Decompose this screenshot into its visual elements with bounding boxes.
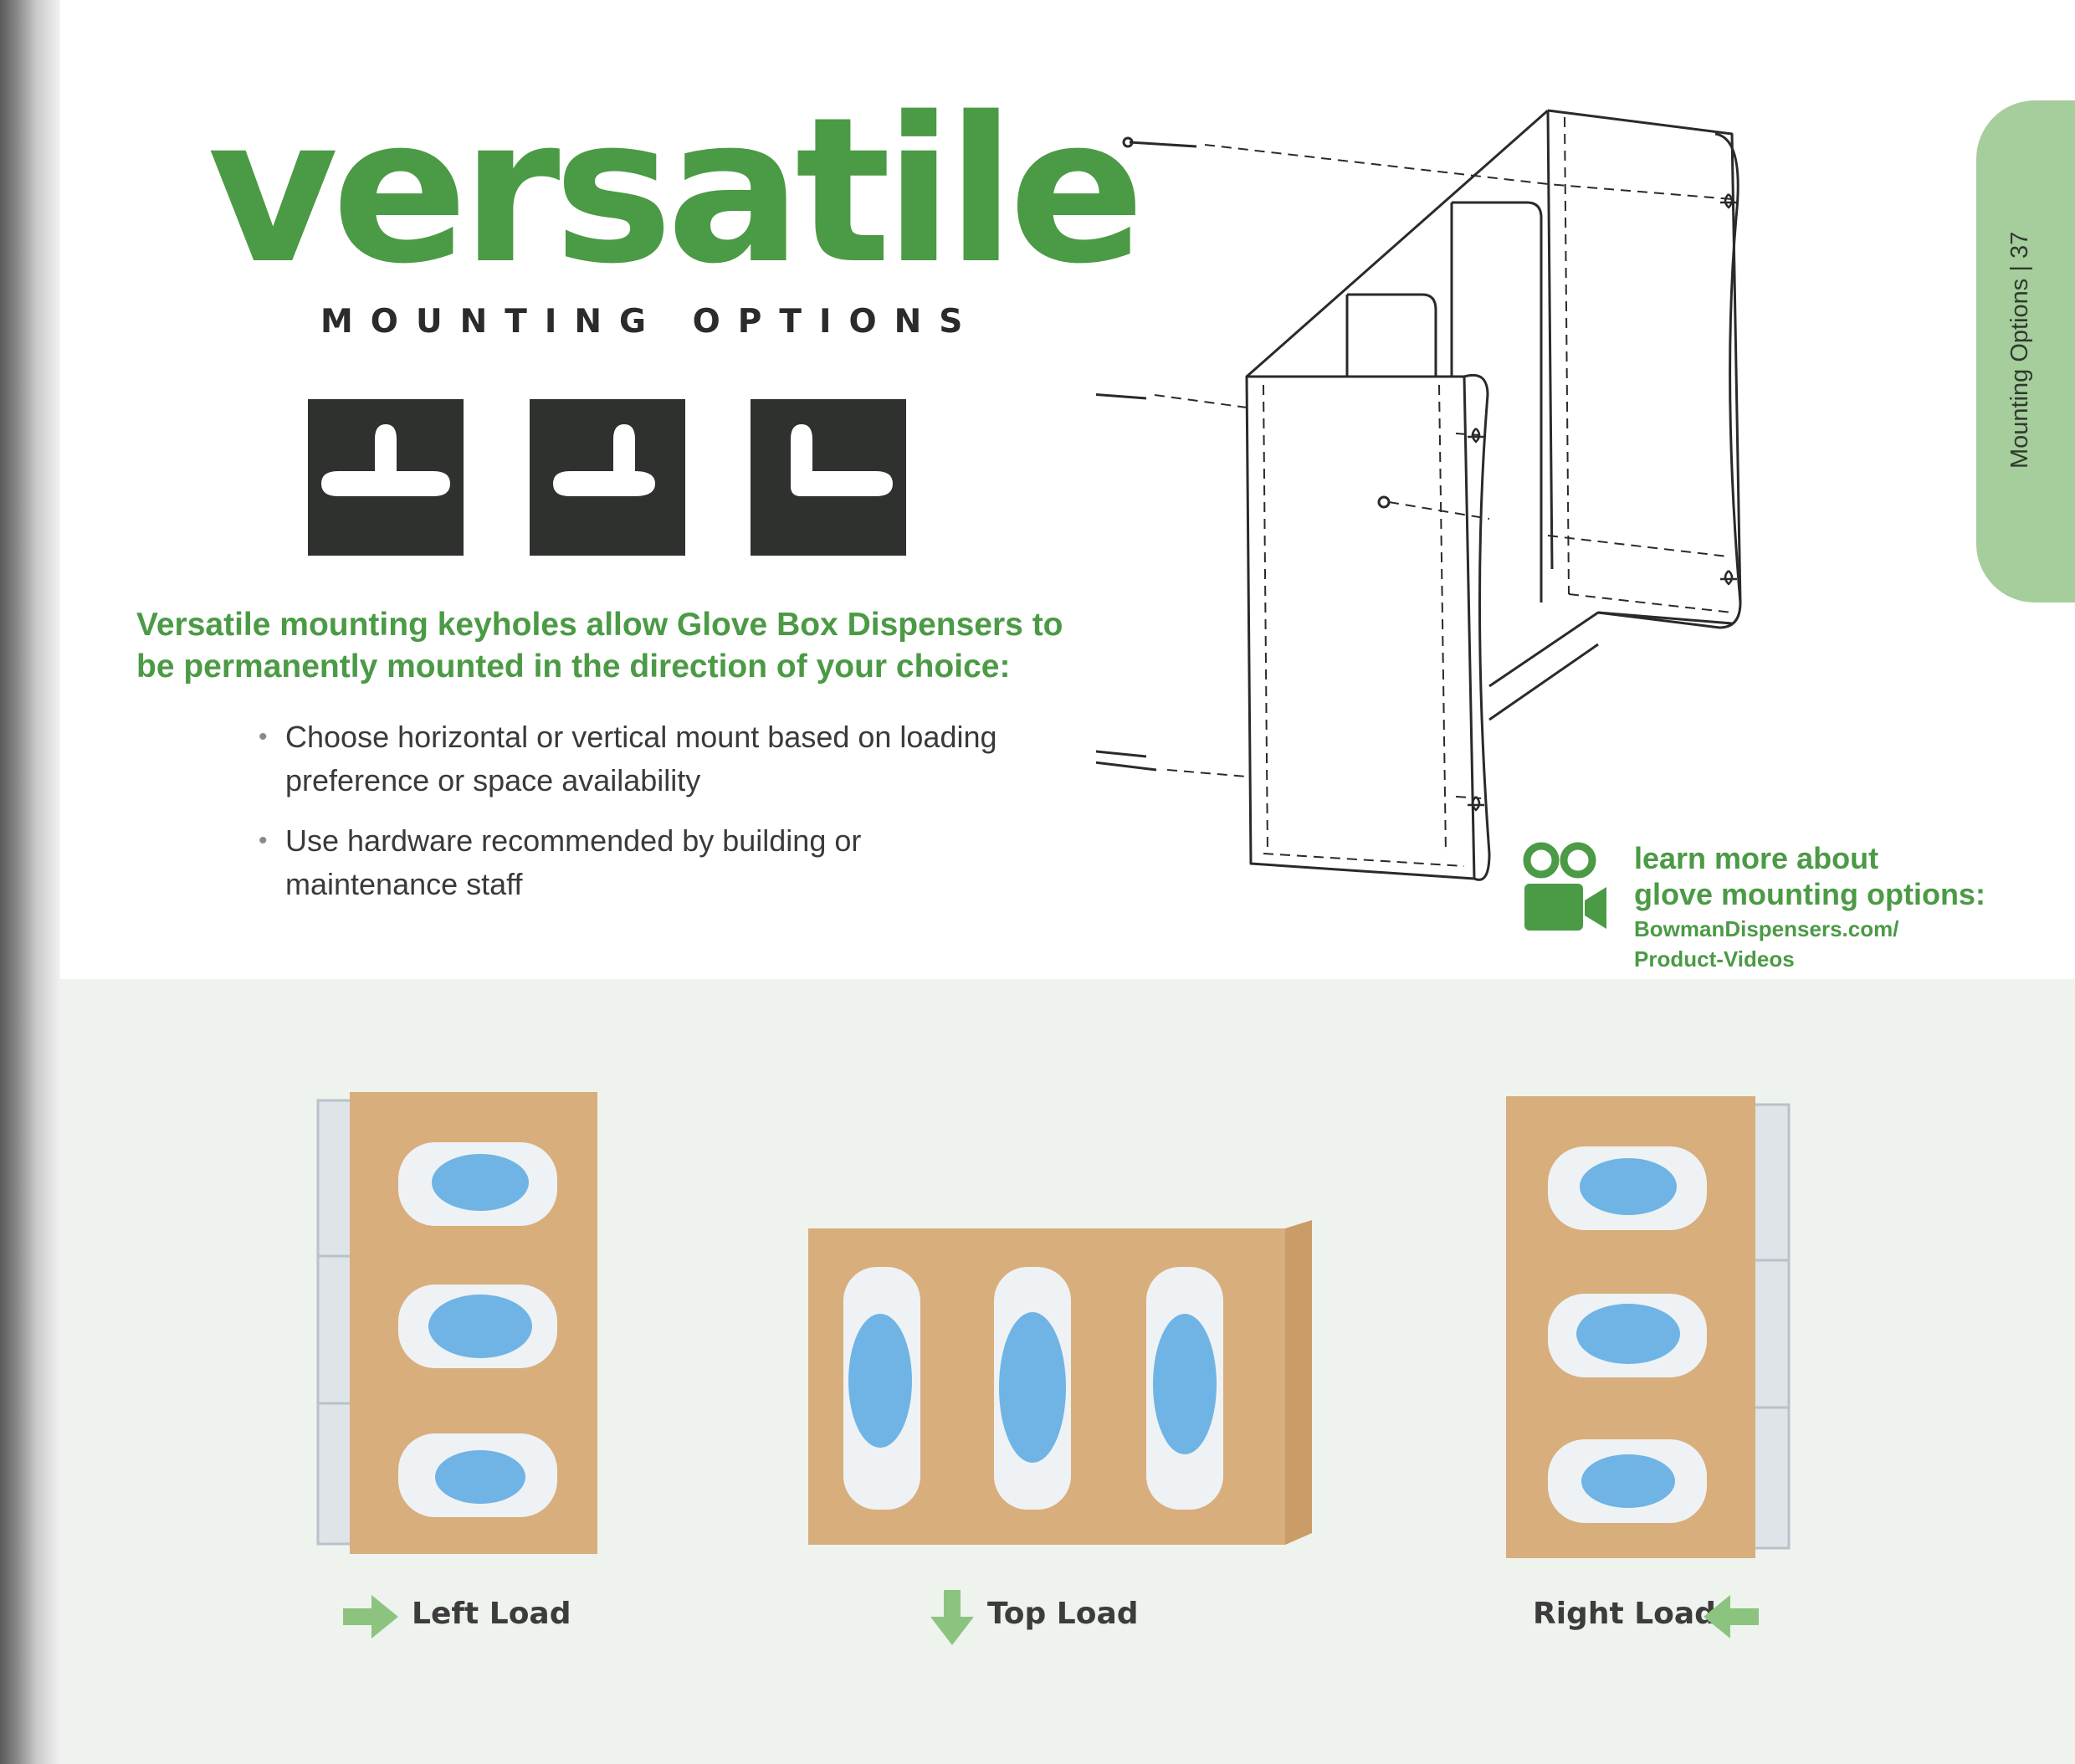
drawing-back-panel — [1547, 109, 1742, 629]
arrow-right-icon — [343, 1595, 398, 1638]
product-top-load — [808, 1220, 1315, 1548]
arrow-down-icon — [930, 1590, 974, 1645]
learn-more-heading: learn more about glove mounting options: — [1634, 840, 1985, 912]
page-subtitle: MOUNTING OPTIONS — [320, 303, 981, 341]
bullet-list: • Choose horizontal or vertical mount bas… — [255, 715, 1008, 923]
page-title: versatile — [208, 74, 1145, 308]
left-load-label: Left Load — [412, 1597, 571, 1631]
video-link-line1[interactable]: BowmanDispensers.com/ — [1634, 916, 1899, 941]
right-load-caption: Right Load — [1533, 1590, 1767, 1640]
keyhole-vertical-icon — [751, 399, 906, 556]
right-load-label: Right Load — [1533, 1597, 1716, 1631]
screw-bottom — [1096, 750, 1147, 758]
screw-middle — [1096, 392, 1147, 400]
arrow-left-icon — [1704, 1595, 1759, 1638]
product-left-load — [316, 1092, 601, 1556]
top-load-label: Top Load — [987, 1597, 1139, 1631]
section-tab — [1976, 100, 2075, 603]
video-link[interactable]: BowmanDispensers.com/ Product-Videos — [1634, 914, 1898, 974]
keyhole-left-icon — [530, 399, 685, 556]
section-tab-label: Mounting Options | 37 — [2006, 231, 2033, 469]
video-link-line2[interactable]: Product-Videos — [1634, 946, 1795, 972]
bullet-item: • Choose horizontal or vertical mount bas… — [255, 715, 1008, 803]
top-load-caption: Top Load — [930, 1590, 1148, 1645]
left-load-caption: Left Load — [343, 1590, 571, 1640]
bullet-dot-icon: • — [259, 723, 268, 751]
product-right-load — [1506, 1096, 1791, 1561]
learn-more-line1: learn more about — [1634, 841, 1879, 875]
lead-paragraph: Versatile mounting keyholes allow Glove … — [136, 607, 1063, 685]
screw-top — [1129, 141, 1197, 148]
bullet-item: • Use hardware recommended by building or… — [255, 819, 1008, 906]
keyhole-horizontal-icon — [308, 399, 464, 556]
video-camera-icon — [1523, 842, 1606, 931]
bullet-text: Use hardware recommended by building or … — [285, 823, 862, 901]
bullet-dot-icon: • — [259, 827, 268, 854]
bullet-text: Choose horizontal or vertical mount base… — [285, 720, 997, 797]
mounting-line-drawing — [1096, 109, 1742, 881]
page-spine-shadow — [0, 0, 60, 1764]
learn-more-line2: glove mounting options: — [1634, 877, 1985, 911]
